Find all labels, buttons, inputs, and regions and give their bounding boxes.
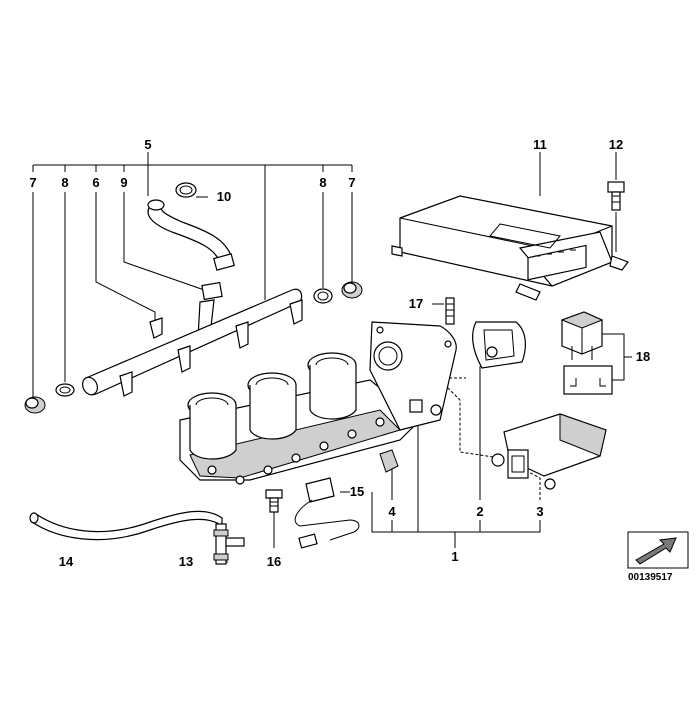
cap-part-4: [379, 449, 399, 473]
callout-3: 3: [536, 504, 544, 519]
callout-7-left: 7: [29, 175, 37, 190]
callout-1: 1: [451, 549, 459, 564]
callout-10: 10: [216, 189, 232, 204]
callout-11: 11: [533, 137, 547, 152]
control-unit-part-11: [391, 195, 629, 301]
screw-part-16: [265, 489, 283, 513]
callout-12: 12: [608, 137, 624, 152]
leader-bracket-18: [598, 333, 632, 381]
callout-9: 9: [120, 175, 128, 190]
callout-6: 6: [92, 175, 100, 190]
callout-14: 14: [58, 554, 74, 569]
sensor-part-2: [472, 321, 526, 369]
callout-8-right: 8: [319, 175, 327, 190]
diagram-id: 00139517: [628, 572, 673, 583]
callout-13: 13: [178, 554, 194, 569]
screw-part-12: [607, 181, 625, 211]
orientation-arrow-icon: [627, 531, 689, 569]
cap-part-7-left: [24, 396, 46, 414]
callout-18: 18: [635, 349, 651, 364]
stud-part-17: [445, 297, 455, 325]
callout-16: 16: [266, 554, 282, 569]
callout-8-left: 8: [61, 175, 69, 190]
hose-part-5: [147, 199, 235, 271]
callout-4: 4: [388, 504, 396, 519]
hose-part-14: [29, 510, 223, 541]
callout-17: 17: [408, 296, 424, 311]
sensor-part-15: [294, 477, 360, 549]
callout-5: 5: [144, 137, 152, 152]
fuel-rail: [82, 288, 303, 397]
callout-15: 15: [349, 484, 365, 499]
t-piece-part-13: [213, 523, 245, 565]
clamp-part-10: [175, 182, 197, 198]
throttle-body-assembly: [179, 321, 457, 485]
callout-2: 2: [476, 504, 484, 519]
callout-7-right: 7: [348, 175, 356, 190]
actuator-part-3: [491, 413, 607, 490]
leader-bracket-top: [32, 164, 353, 300]
cap-part-7-right: [341, 281, 363, 299]
leader-lines: [32, 152, 617, 563]
clamp-part-8-left: [55, 383, 75, 397]
relay-part-18: [560, 311, 613, 395]
clamp-part-8-right: [313, 288, 333, 304]
